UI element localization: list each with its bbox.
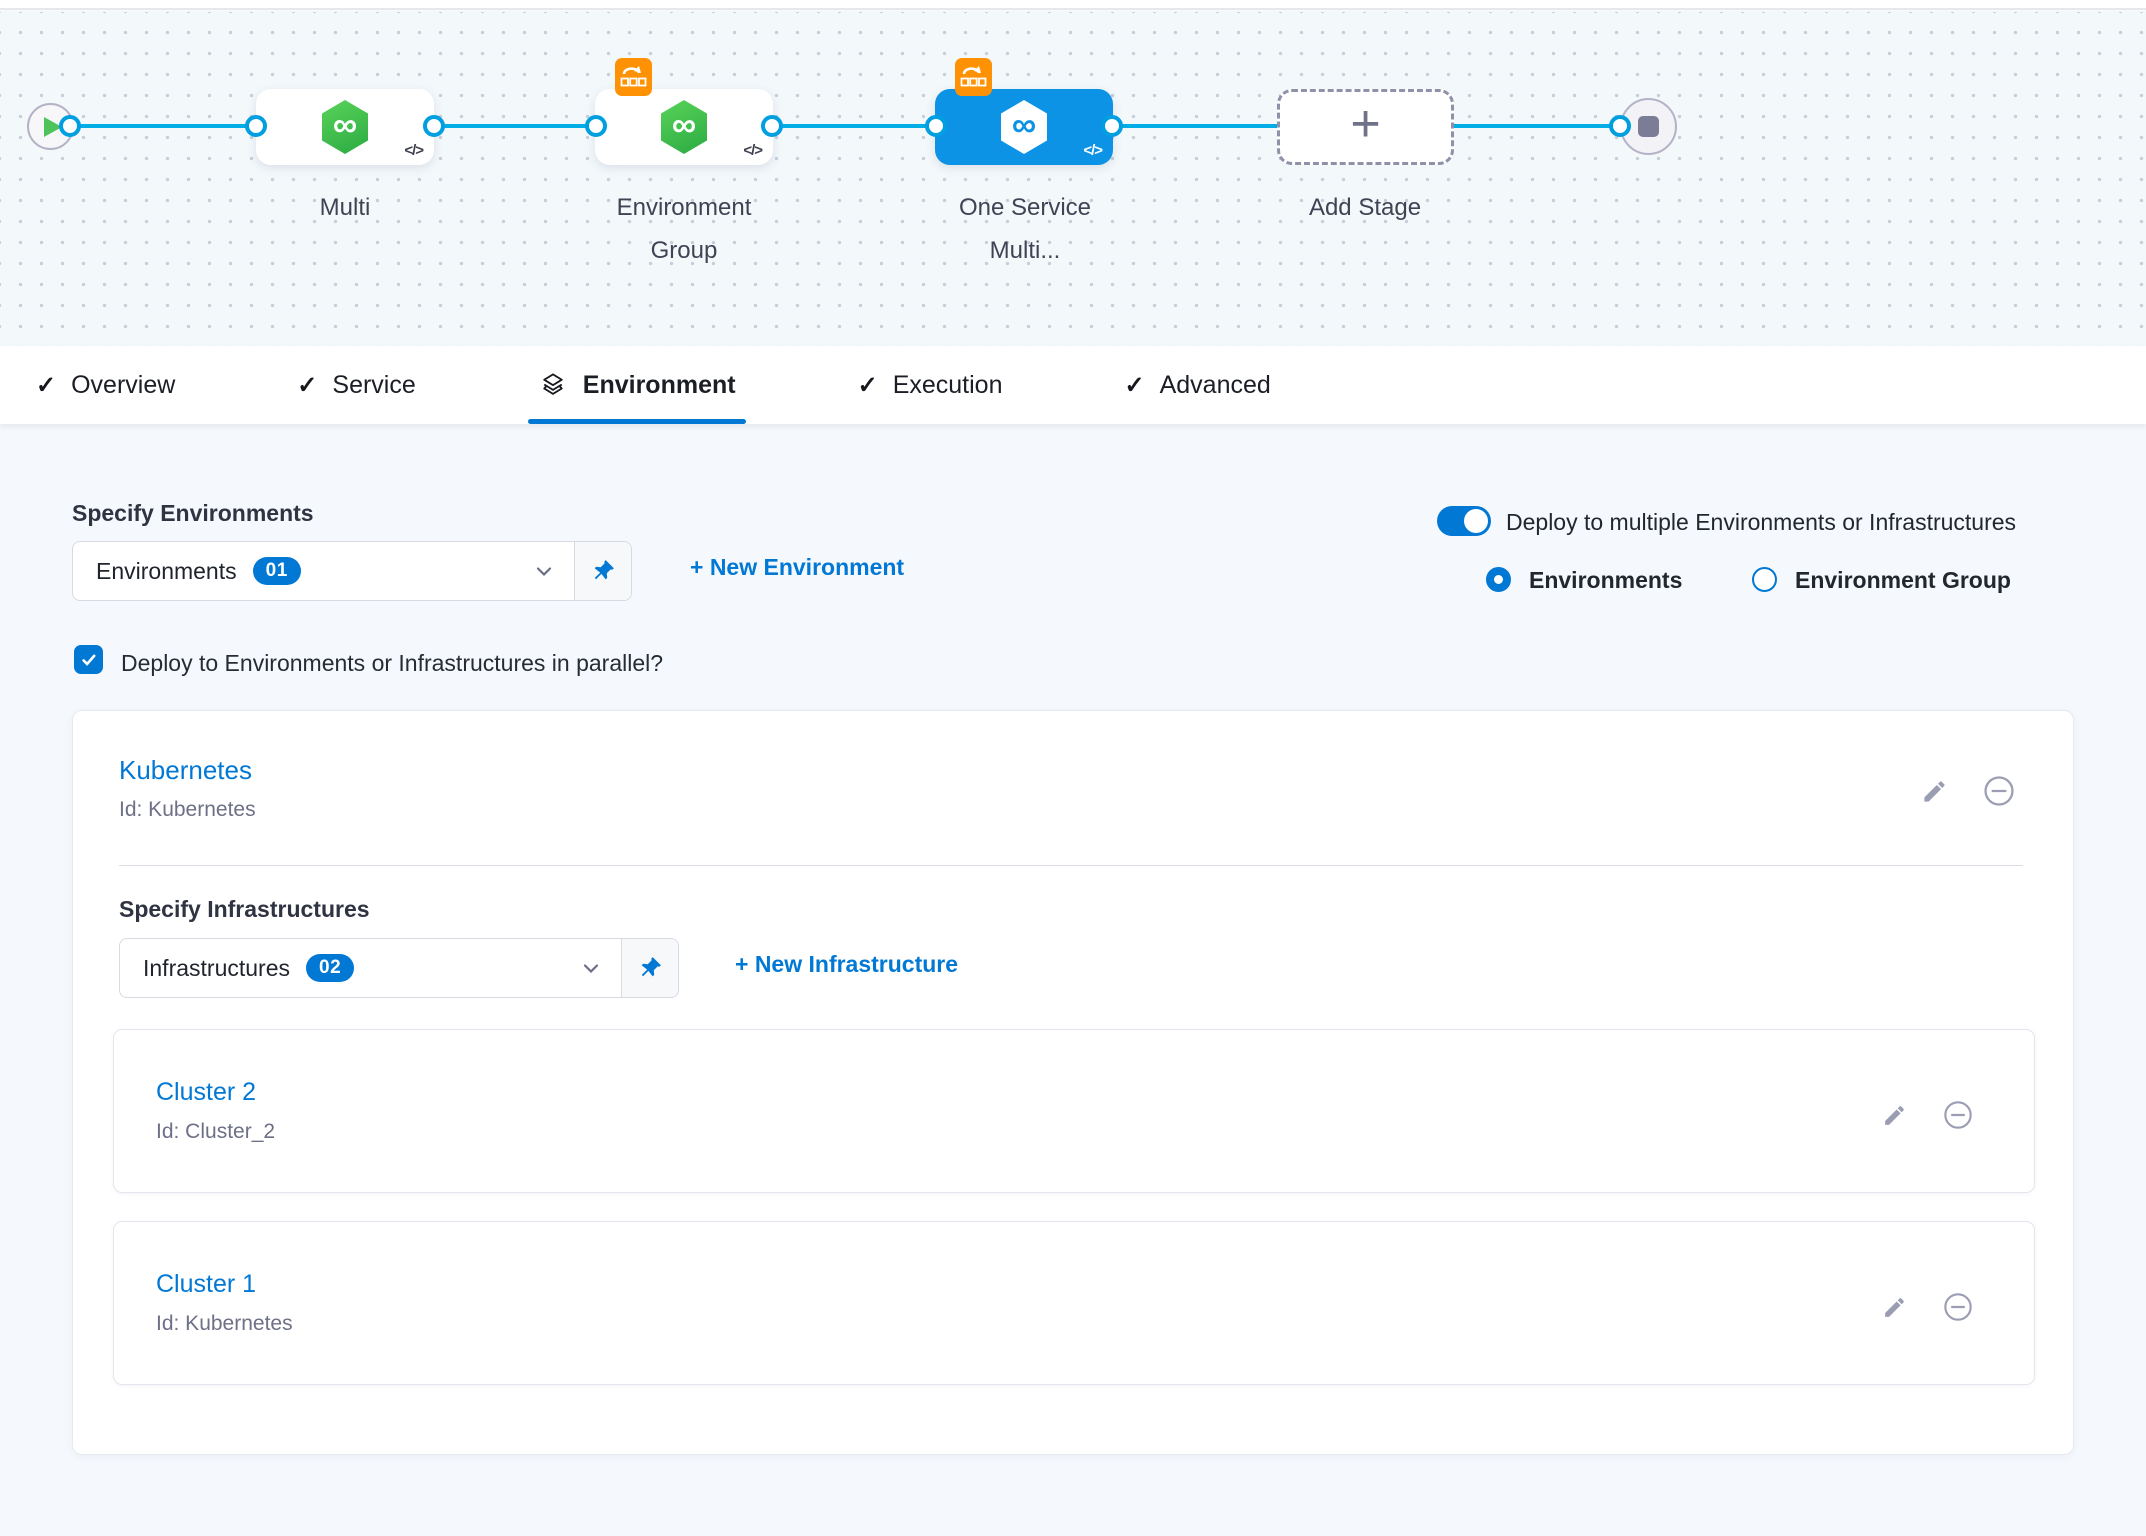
connector-line [70,124,256,128]
service-hexagon-icon: ∞ [1001,100,1047,154]
play-icon [44,117,62,137]
radio-environment-group-label[interactable]: Environment Group [1795,567,2011,593]
layers-icon [543,373,563,395]
connector-port [1609,115,1631,137]
connector-line [434,124,596,128]
environment-tab-content: Specify Environments Environments 01 + N… [0,424,2146,1536]
add-stage-label: Add Stage [1308,194,1422,221]
remove-infrastructure-minus-icon[interactable] [1942,1291,1974,1323]
environments-dropdown-value: Environments [96,557,237,584]
check-icon: ✓ [297,371,318,399]
tab-label: Advanced [1159,370,1271,399]
add-stage-button[interactable]: + [1277,89,1454,165]
edit-environment-pencil-icon[interactable] [1921,778,1948,805]
pipeline-canvas[interactable]: ∞ </> Multi ∞ </> Environment Group [0,12,2146,346]
tab-environment[interactable]: Environment [527,346,746,424]
tab-label: Execution [892,370,1003,399]
new-environment-link[interactable]: + New Environment [690,554,905,580]
edit-infrastructure-pencil-icon[interactable] [1882,1295,1907,1320]
canvas-top-border [0,0,2146,10]
propagate-stage-badge-icon [615,58,652,96]
deploy-multiple-toggle-label: Deploy to multiple Environments or Infra… [1506,509,2017,535]
deploy-parallel-checkbox-label: Deploy to Environments or Infrastructure… [121,650,664,676]
environments-dropdown[interactable]: Environments 01 [72,541,632,601]
deploy-parallel-checkbox[interactable] [74,645,103,674]
tab-advanced[interactable]: ✓ Advanced [1114,346,1280,424]
pushpin-icon [594,560,614,580]
code-view-icon[interactable]: </> [743,142,763,159]
tab-overview[interactable]: ✓ Overview [26,346,185,424]
check-icon: ✓ [1124,371,1145,399]
connector-port [245,115,267,137]
new-infrastructure-link[interactable]: + New Infrastructure [735,951,959,977]
connector-port [585,115,607,137]
remove-environment-minus-icon[interactable] [1982,774,2016,808]
pin-runtime-input-button[interactable] [574,542,631,600]
stage-node-multi[interactable]: ∞ </> [256,89,434,165]
infrastructures-dropdown-value: Infrastructures [143,954,290,981]
infrastructure-link-cluster-1[interactable]: Cluster 1 [156,1270,257,1298]
stage-label: Multi [319,194,371,221]
infrastructure-link-cluster-2[interactable]: Cluster 2 [156,1078,257,1106]
environments-count-badge: 01 [252,557,301,585]
chevron-down-icon[interactable] [532,542,574,600]
plus-icon: + [1350,95,1381,153]
stage-label: One Service Multi... [958,194,1092,264]
radio-environment-group[interactable] [1752,567,1777,592]
radio-environments[interactable] [1486,567,1511,592]
tab-execution[interactable]: ✓ Execution [848,346,1013,424]
infrastructure-id: Id: Cluster_2 [156,1120,276,1143]
infrastructures-dropdown[interactable]: Infrastructures 02 [119,938,679,998]
code-view-icon[interactable]: </> [404,142,424,159]
specify-environments-label: Specify Environments [72,500,314,526]
stage-node-one-service-multi[interactable]: ∞ </> [935,58,1113,165]
connector-port [925,115,947,137]
stage-node-environment-group[interactable]: ∞ </> [595,58,773,165]
connector-port [59,115,81,137]
stop-icon [1638,116,1659,137]
check-icon: ✓ [36,371,57,399]
connector-port [423,115,445,137]
connector-line [772,124,936,128]
service-hexagon-icon: ∞ [322,100,368,154]
propagate-stage-badge-icon [955,58,992,96]
stage-label: Environment Group [616,194,752,264]
infrastructure-card-cluster-2: Cluster 2 Id: Cluster_2 [113,1029,2035,1193]
connector-port [1101,115,1123,137]
deploy-multiple-toggle[interactable] [1437,506,1491,536]
tab-service[interactable]: ✓ Service [287,346,425,424]
pipeline-start-node [27,103,74,150]
tab-label: Environment [582,370,736,399]
edit-infrastructure-pencil-icon[interactable] [1882,1103,1907,1128]
connector-port [761,115,783,137]
environment-link-kubernetes[interactable]: Kubernetes [119,755,252,785]
remove-infrastructure-minus-icon[interactable] [1942,1099,1974,1131]
environment-card-kubernetes: Kubernetes Id: Kubernetes Specify Infras… [72,710,2074,1455]
tab-label: Overview [71,370,176,399]
divider [119,865,2023,866]
check-icon: ✓ [857,371,878,399]
pin-runtime-input-button[interactable] [621,939,678,997]
check-icon [81,654,95,666]
radio-environments-label[interactable]: Environments [1529,567,1683,593]
infrastructure-card-cluster-1: Cluster 1 Id: Kubernetes [113,1221,2035,1385]
code-view-icon[interactable]: </> [1083,142,1103,159]
service-hexagon-icon: ∞ [661,100,707,154]
specify-infrastructures-label: Specify Infrastructures [119,896,370,922]
tab-label: Service [332,370,416,399]
stage-tabs: ✓ Overview ✓ Service Environment ✓ Execu… [0,346,2146,424]
environment-id: Id: Kubernetes [119,798,256,821]
pushpin-icon [641,957,661,977]
chevron-down-icon[interactable] [579,939,621,997]
infrastructures-count-badge: 02 [306,954,355,982]
infrastructure-id: Id: Kubernetes [156,1312,293,1335]
